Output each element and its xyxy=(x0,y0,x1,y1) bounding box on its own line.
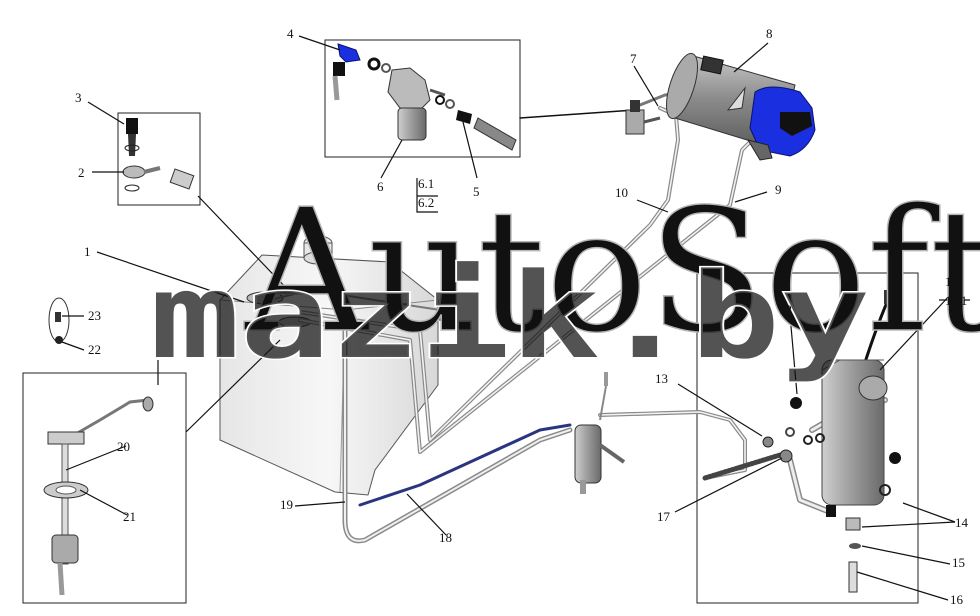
elbow-fitting-4 xyxy=(337,43,361,63)
heater-8 xyxy=(665,52,816,161)
callout-7: 7 xyxy=(630,51,637,66)
fitting-12 xyxy=(790,397,802,409)
frame-filter-detail xyxy=(324,39,521,158)
fuel-pump-7 xyxy=(625,100,661,135)
watermark-outline-text: AutoSoft xyxy=(244,173,980,371)
fuel-line-18 xyxy=(358,423,572,507)
level-sender-20 xyxy=(43,297,154,596)
fuel-line-13 xyxy=(598,410,747,480)
callout-11-1: 11.1 xyxy=(945,293,967,308)
banjo-bolt-detail xyxy=(122,118,195,192)
bolt-3 xyxy=(126,118,138,134)
frame-bolt-detail xyxy=(117,112,201,206)
callout-6-1: 6.1 xyxy=(418,176,434,191)
callout-19: 19 xyxy=(280,497,293,512)
callout-10: 10 xyxy=(615,185,628,200)
fitting-17 xyxy=(779,449,793,463)
callout-13: 13 xyxy=(655,371,668,386)
callout-23: 23 xyxy=(88,308,101,323)
callout-6-2: 6.2 xyxy=(418,195,434,210)
watermark: AutoSoft mazik.by xyxy=(149,172,980,386)
fuel-lines xyxy=(269,90,890,544)
callout-1: 1 xyxy=(84,244,91,259)
callout-16: 16 xyxy=(950,592,964,607)
callout-2: 2 xyxy=(78,165,85,180)
callout-5: 5 xyxy=(473,184,480,199)
frame-separator-detail xyxy=(696,272,919,604)
callout-labels: 1 2 3 4 5 6 6.1 6.2 7 8 9 10 11 11.1 12 … xyxy=(75,26,969,607)
washer-22 xyxy=(55,336,63,344)
callout-12: 12 xyxy=(779,302,792,317)
frame-sender-detail xyxy=(22,372,187,604)
water-separator-11 xyxy=(762,290,901,593)
callout-4: 4 xyxy=(287,26,294,41)
callout-21: 21 xyxy=(123,509,136,524)
callout-3: 3 xyxy=(75,90,82,105)
detail-frames xyxy=(22,39,919,604)
inline-filter xyxy=(574,372,626,494)
fuel-filter-6 xyxy=(332,43,517,151)
callout-22: 22 xyxy=(88,342,101,357)
callout-20: 20 xyxy=(117,439,130,454)
leader-lines xyxy=(61,35,970,601)
callout-8: 8 xyxy=(766,26,773,41)
banjo-fitting-2 xyxy=(122,165,146,179)
callout-9: 9 xyxy=(775,182,782,197)
union-5 xyxy=(456,110,472,124)
callout-14: 14 xyxy=(955,515,969,530)
screw-23 xyxy=(55,312,61,322)
seal-15 xyxy=(849,543,861,549)
drain-plug-16 xyxy=(848,561,858,593)
watermark-main-text: mazik.by xyxy=(150,247,870,385)
callout-15: 15 xyxy=(952,555,965,570)
callout-11: 11 xyxy=(945,274,958,289)
callout-17: 17 xyxy=(657,509,671,524)
callout-6: 6 xyxy=(377,179,384,194)
callout-18: 18 xyxy=(439,530,452,545)
